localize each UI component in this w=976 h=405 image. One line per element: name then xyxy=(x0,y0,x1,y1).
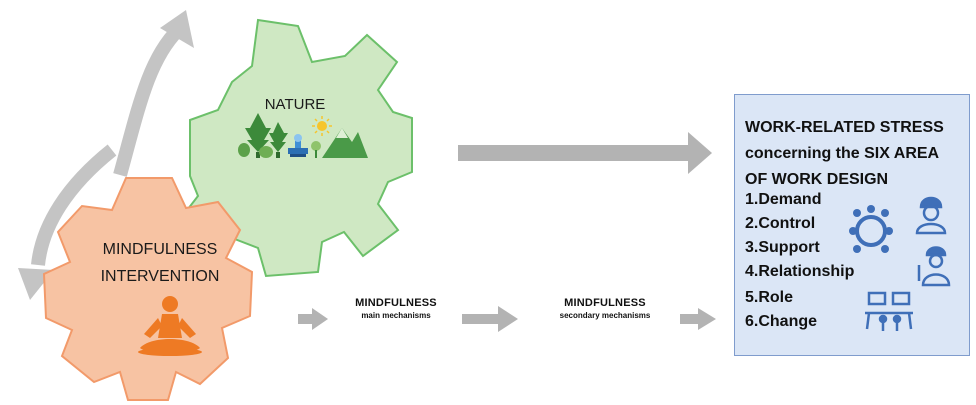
meditation-icon xyxy=(138,296,202,356)
computer-desk-icon xyxy=(865,291,913,331)
curved-arrow-up xyxy=(113,10,194,177)
work-stress-box: WORK-RELATED STRESS concerning the SIX A… xyxy=(734,94,970,356)
work-icons xyxy=(849,196,951,331)
arrow-to-secondary-mechanisms xyxy=(462,306,518,332)
work-stress-title-line2: concerning the SIX AREA xyxy=(745,145,940,162)
mindfulness-intervention-label: MINDFULNESS INTERVENTION xyxy=(80,236,240,290)
fountain-icon xyxy=(288,134,308,157)
arrow-to-main-mechanisms xyxy=(298,308,328,330)
secondary-mechanisms-label: MINDFULNESS secondary mechanisms xyxy=(530,297,680,320)
area-support: 3.Support xyxy=(745,239,820,256)
area-control: 2.Control xyxy=(745,215,816,232)
meeting-table-icon xyxy=(849,205,893,253)
area-change: 6.Change xyxy=(745,313,818,330)
sun-icon xyxy=(312,116,332,136)
work-stress-title: WORK-RELATED STRESS concerning the SIX A… xyxy=(745,115,973,193)
mindfulness-label-line1: MINDFULNESS xyxy=(102,241,218,258)
mindfulness-gear xyxy=(42,177,254,401)
work-stress-title-line3: OF WORK DESIGN xyxy=(745,171,889,188)
area-demand: 1.Demand xyxy=(745,191,822,208)
main-mechanisms-label: MINDFULNESS main mechanisms xyxy=(336,297,456,320)
area-relationship: 4.Relationship xyxy=(745,263,855,280)
flower-icon xyxy=(311,141,321,158)
main-mechanisms-subtitle: main mechanisms xyxy=(361,311,431,320)
area-role: 5.Role xyxy=(745,289,794,306)
nature-label: NATURE xyxy=(264,96,326,113)
work-stress-title-line1: WORK-RELATED STRESS xyxy=(745,119,944,136)
secondary-mechanisms-subtitle: secondary mechanisms xyxy=(559,311,651,320)
trees-icon xyxy=(238,113,288,158)
mountain-icon xyxy=(322,128,368,158)
mindfulness-label-line2: INTERVENTION xyxy=(100,268,220,285)
arrow-to-stress-box xyxy=(680,308,716,330)
main-mechanisms-title: MINDFULNESS xyxy=(355,297,437,309)
engineer-icon xyxy=(917,246,951,287)
secondary-mechanisms-title: MINDFULNESS xyxy=(564,297,646,309)
arrow-nature-to-stress xyxy=(458,132,712,174)
worker-helmet-icon xyxy=(915,196,947,235)
